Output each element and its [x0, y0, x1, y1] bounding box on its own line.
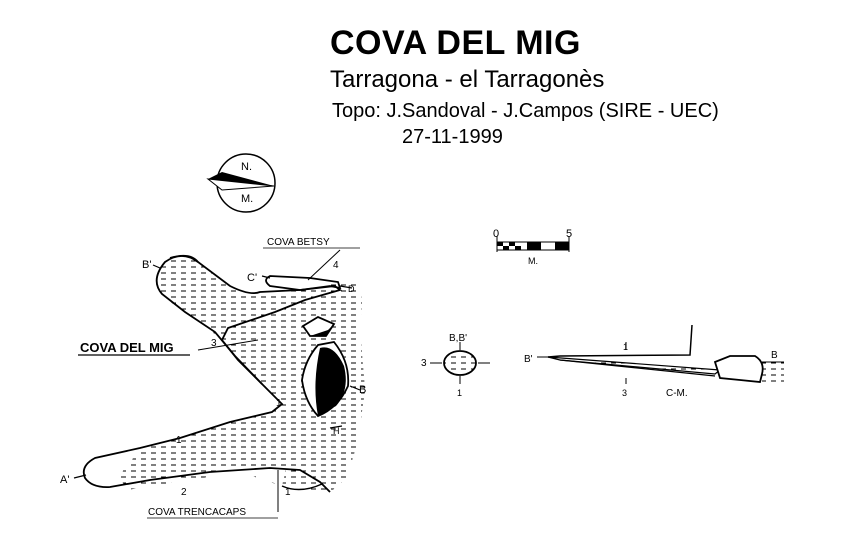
- cave-label-trencacaps: COVA TRENCACAPS: [148, 507, 246, 518]
- profile-view: B' B 1 3 C-M.: [524, 324, 784, 399]
- profile-station-3: 3: [622, 388, 627, 398]
- entrance-boulder-small-shade: [310, 324, 334, 336]
- scale-end-label: 5: [566, 228, 572, 240]
- section-mark-h: H: [333, 426, 340, 436]
- cave-entrance-lower: [281, 483, 323, 491]
- north-needle-icon: [208, 172, 274, 186]
- profile-mark-b: B: [771, 350, 778, 361]
- header: COVA DEL MIG Tarragona - el Tarragonès T…: [0, 0, 843, 160]
- north-arrow: N. M.: [206, 153, 276, 213]
- section-mark-d: D: [348, 284, 355, 294]
- scale-unit-label: M.: [528, 256, 538, 266]
- plan-view: COVA BETSY COVA DEL MIG COVA TRENCACAPS …: [60, 237, 366, 519]
- cross-section-station-3: 3: [421, 358, 427, 369]
- station-1-upper: 1: [276, 398, 282, 409]
- scale-start-label: 0: [493, 228, 499, 240]
- cave-outline-upper-left: [155, 255, 263, 385]
- profile-mark-b-prime: B': [524, 354, 533, 365]
- magnetic-label: M.: [241, 193, 253, 205]
- station-1-bottom: 1: [285, 487, 291, 498]
- profile-section-label: C-M.: [666, 388, 688, 399]
- profile-station-1: 1: [623, 342, 628, 352]
- station-2: 2: [181, 487, 187, 498]
- page-title: COVA DEL MIG: [330, 24, 581, 62]
- station-3: 3: [211, 338, 217, 349]
- survey-date: 27-11-1999: [402, 126, 503, 148]
- cross-section-label: B,B': [449, 333, 467, 344]
- section-mark-b: B: [359, 384, 366, 396]
- station-4: 4: [333, 260, 339, 271]
- survey-credit: Topo: J.Sandoval - J.Campos (SIRE - UEC): [332, 100, 719, 122]
- cave-fill-upper: [125, 255, 365, 492]
- section-mark-c-prime: C': [247, 272, 257, 284]
- cave-label-betsy: COVA BETSY: [267, 237, 330, 248]
- section-mark-a-prime: A': [60, 474, 69, 486]
- pillar-large-shade: [315, 347, 346, 416]
- cave-label-main: COVA DEL MIG: [80, 340, 174, 355]
- north-label: N.: [241, 161, 252, 173]
- location-subtitle: Tarragona - el Tarragonès: [330, 66, 605, 93]
- cross-section: B,B' 3 1: [421, 333, 490, 398]
- station-1-left: 1: [176, 435, 182, 446]
- section-mark-b-prime: B': [142, 259, 151, 271]
- magnetic-needle-icon: [206, 178, 275, 191]
- scale-bar: 0 5 M.: [493, 228, 572, 266]
- cross-section-station-1: 1: [457, 388, 462, 398]
